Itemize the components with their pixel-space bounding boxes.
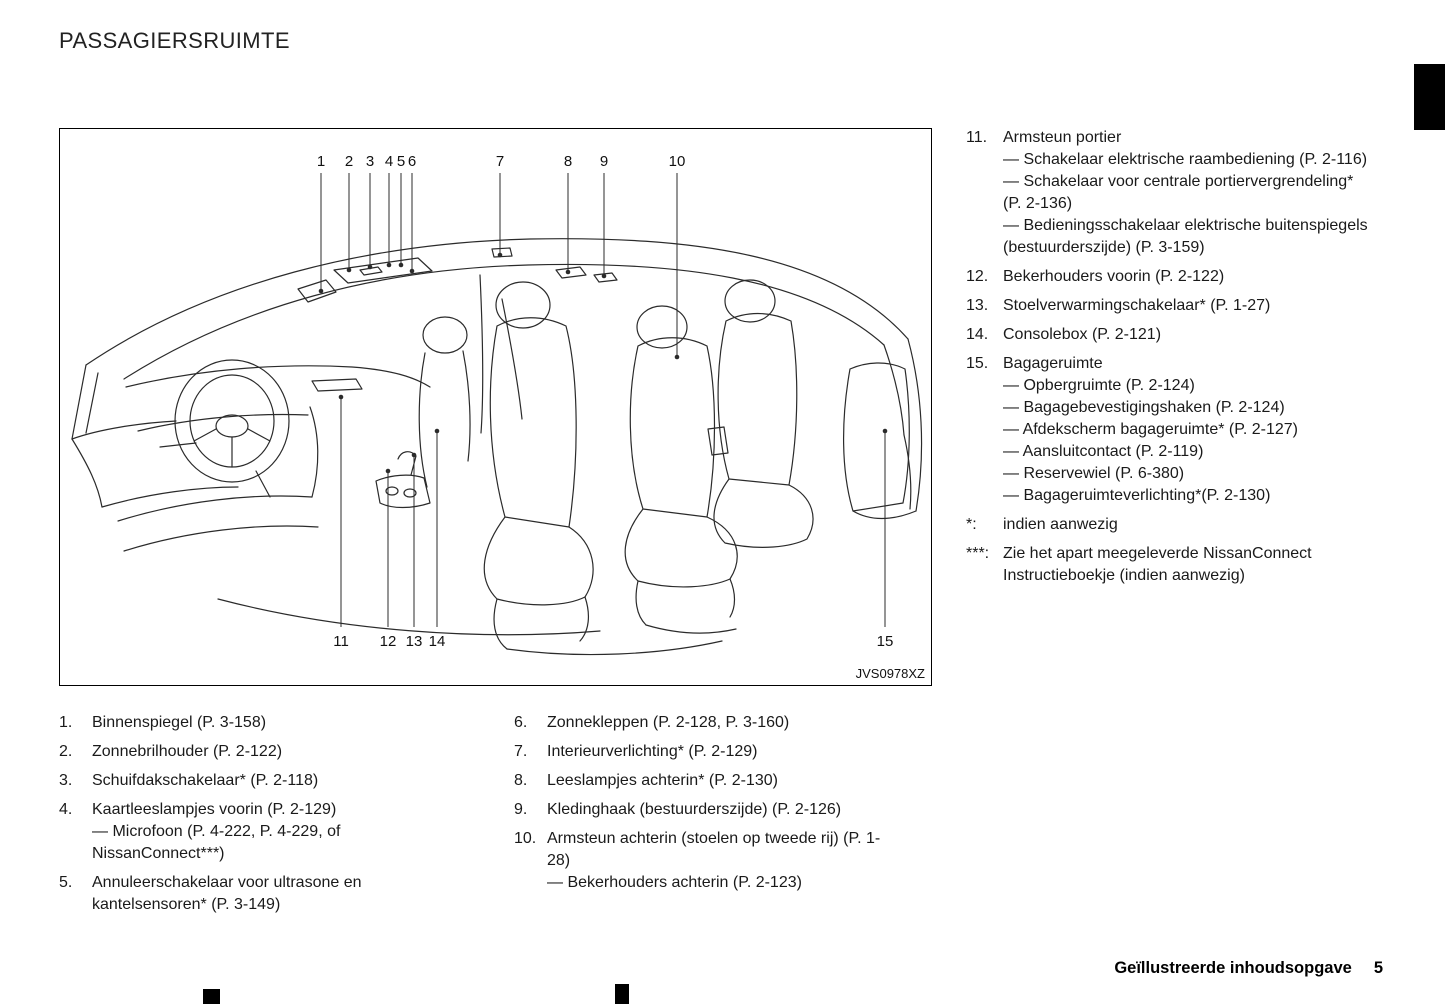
item-text: Interieurverlichting* (P. 2-129) [547,743,758,760]
list-item-10: 10. Armsteun achterin (stoelen op tweede… [514,828,894,894]
footer-page-number: 5 [1373,959,1383,977]
footnote-marker: *: [966,516,977,533]
item-number: 12. [966,268,989,285]
footnote-triple-asterisk: ***: Zie het apart meegeleverde NissanCo… [966,543,1374,587]
item-number: 14. [966,326,989,343]
item-subline: — Afdekscherm bagageruimte* (P. 2-127) [1003,421,1298,438]
diagram-callout-12: 12 [379,633,397,650]
item-subline: — Reservewiel (P. 6-380) [1003,465,1185,482]
footnote-text: indien aanwezig [1003,516,1118,533]
list-item-5: 5. Annuleerschakelaar voor ultrasone en … [59,872,424,916]
item-subline: — Bagagebevestigingshaken (P. 2-124) [1003,399,1285,416]
item-number: 10. [514,830,537,847]
item-number: 8. [514,772,528,789]
list-item-1: 1. Binnenspiegel (P. 3-158) [59,712,424,734]
right-item-list: 11. Armsteun portier — Schakelaar elektr… [966,127,1374,594]
item-number: 13. [966,297,989,314]
item-number: 5. [59,874,73,891]
diagram-callout-4: 4 [384,153,394,170]
diagram-callout-1: 1 [316,153,326,170]
bottom-middle-item-list: 6. Zonnekleppen (P. 2-128, P. 3-160) 7. … [514,712,894,901]
car-interior-line-drawing [71,173,923,656]
diagram-callout-9: 9 [599,153,609,170]
item-text: Zonnebrilhouder (P. 2-122) [92,743,283,760]
bottom-crop-mark-right [615,984,629,1004]
bottom-crop-mark-left [203,989,220,1004]
list-item-15: 15. Bagageruimte — Opbergruimte (P. 2-12… [966,353,1374,507]
item-subline: — Bekerhouders achterin (P. 2-123) [547,874,802,891]
diagram-callout-7: 7 [495,153,505,170]
item-text: Kledinghaak (bestuurderszijde) (P. 2-126… [547,801,842,818]
item-text: Zonnekleppen (P. 2-128, P. 3-160) [547,714,790,731]
diagram-callout-6: 6 [407,153,417,170]
diagram-callout-10: 10 [668,153,686,170]
page-title: PASSAGIERSRUIMTE [59,28,290,53]
item-subline: — Schakelaar elektrische raambediening (… [1003,151,1368,168]
list-item-4: 4. Kaartleeslampjes voorin (P. 2-129) — … [59,799,424,865]
item-subline: — Microfoon (P. 4-222, P. 4-229, of Niss… [92,823,341,862]
diagram-callout-8: 8 [563,153,573,170]
item-text: Stoelverwarmingschakelaar* (P. 1-27) [1003,297,1271,314]
list-item-3: 3. Schuifdakschakelaar* (P. 2-118) [59,770,424,792]
list-item-12: 12. Bekerhouders voorin (P. 2-122) [966,266,1374,288]
item-subline: — Opbergruimte (P. 2-124) [1003,377,1195,394]
diagram-callout-13: 13 [405,633,423,650]
item-number: 7. [514,743,528,760]
item-number: 9. [514,801,528,818]
item-text: Armsteun achterin (stoelen op tweede rij… [547,830,881,869]
section-edge-tab [1414,64,1445,130]
footnote-asterisk: *: indien aanwezig [966,514,1374,536]
diagram-callout-11: 11 [333,633,349,650]
item-subline: — Bedieningsschakelaar elektrische buite… [1003,217,1368,256]
list-item-13: 13. Stoelverwarmingschakelaar* (P. 1-27) [966,295,1374,317]
item-text: Annuleerschakelaar voor ultrasone en kan… [92,874,362,913]
diagram-callout-2: 2 [344,153,354,170]
page-footer: Geïllustreerde inhoudsopgave 5 [1114,959,1383,978]
item-subline: — Bagageruimteverlichting*(P. 2-130) [1003,487,1271,504]
item-number: 15. [966,355,989,372]
footnote-marker: ***: [966,545,990,562]
diagram-callout-14: 14 [428,633,446,650]
item-number: 6. [514,714,528,731]
diagram-callout-3: 3 [365,153,375,170]
list-item-9: 9. Kledinghaak (bestuurderszijde) (P. 2-… [514,799,894,821]
item-subline: — Schakelaar voor centrale portiervergre… [1003,173,1354,212]
item-number: 2. [59,743,73,760]
list-item-6: 6. Zonnekleppen (P. 2-128, P. 3-160) [514,712,894,734]
list-item-2: 2. Zonnebrilhouder (P. 2-122) [59,741,424,763]
item-text: Kaartleeslampjes voorin (P. 2-129) [92,801,337,818]
item-number: 1. [59,714,73,731]
item-text: Binnenspiegel (P. 3-158) [92,714,267,731]
diagram-image-code: JVS0978XZ [855,666,925,681]
item-text: Armsteun portier [1003,129,1122,146]
list-item-11: 11. Armsteun portier — Schakelaar elektr… [966,127,1374,259]
diagram-callout-15: 15 [876,633,894,650]
footer-section-title: Geïllustreerde inhoudsopgave [1114,959,1352,977]
item-text: Consolebox (P. 2-121) [1003,326,1162,343]
interior-diagram: 1 2 3 4 5 6 7 8 9 10 11 12 13 14 15 JVS0… [59,128,932,686]
item-number: 3. [59,772,73,789]
item-number: 4. [59,801,73,818]
item-subline: — Aansluitcontact (P. 2-119) [1003,443,1204,460]
list-item-8: 8. Leeslampjes achterin* (P. 2-130) [514,770,894,792]
list-item-7: 7. Interieurverlichting* (P. 2-129) [514,741,894,763]
item-text: Bagageruimte [1003,355,1103,372]
footnote-text: Zie het apart meegeleverde NissanConnect… [1003,545,1312,584]
bottom-left-item-list: 1. Binnenspiegel (P. 3-158) 2. Zonnebril… [59,712,424,923]
list-item-14: 14. Consolebox (P. 2-121) [966,324,1374,346]
item-text: Schuifdakschakelaar* (P. 2-118) [92,772,319,789]
item-number: 11. [966,129,988,146]
item-text: Bekerhouders voorin (P. 2-122) [1003,268,1225,285]
item-text: Leeslampjes achterin* (P. 2-130) [547,772,778,789]
diagram-callout-5: 5 [396,153,406,170]
